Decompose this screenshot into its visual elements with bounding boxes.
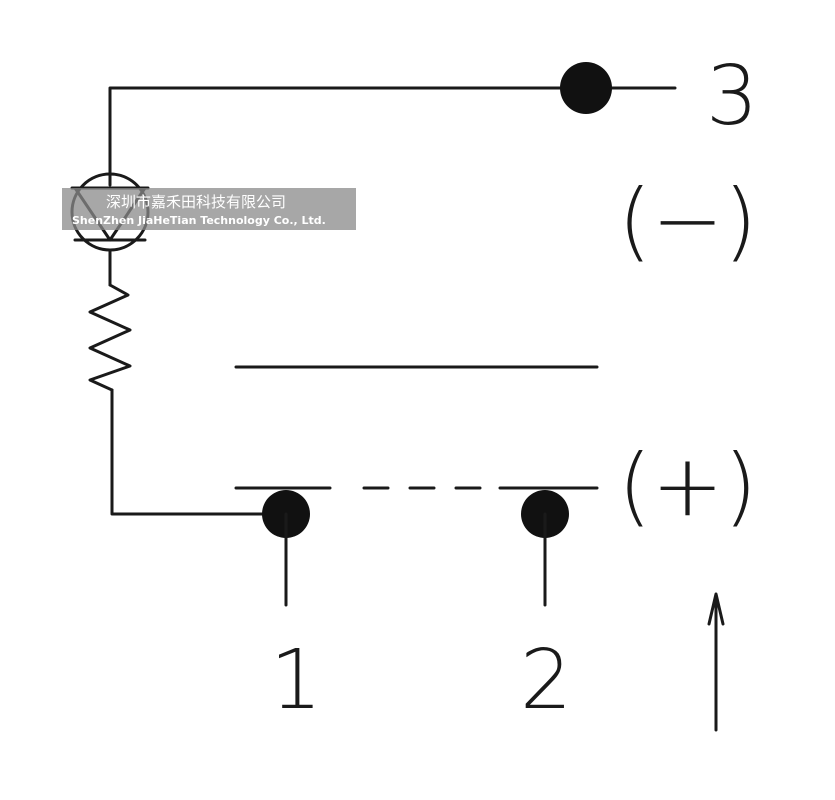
up-arrow [707, 592, 725, 732]
wire-bottom-left [110, 388, 288, 516]
terminal-2-label: 2 [520, 633, 572, 728]
watermark: 深圳市嘉禾田科技有限公司 ShenZhen JiaHeTian Technolo… [62, 188, 356, 230]
positive-polarity-label: (+) [618, 436, 757, 536]
wire-top [108, 86, 677, 187]
terminal-3-dot [560, 62, 612, 114]
terminal-3-label: 3 [706, 49, 758, 144]
resistor-symbol [88, 283, 132, 392]
watermark-line-2: ShenZhen JiaHeTian Technology Co., Ltd. [72, 214, 326, 227]
watermark-line-1: 深圳市嘉禾田科技有限公司 [106, 193, 286, 211]
watermark-background [62, 188, 356, 230]
negative-polarity-label: (−) [618, 171, 757, 271]
terminal-1-label: 1 [270, 633, 322, 728]
